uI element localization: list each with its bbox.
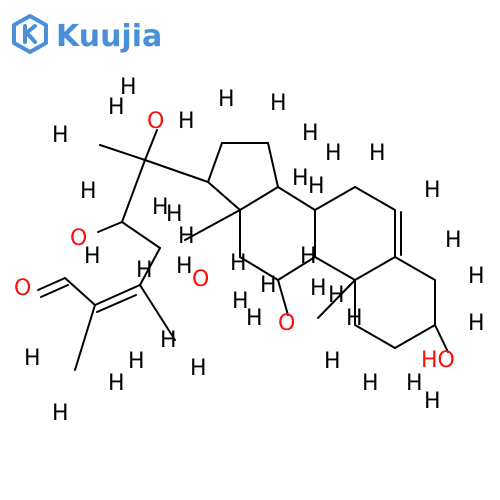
atom-hydrogen: H [424, 389, 441, 414]
atom-oxygen: O [14, 276, 31, 301]
atom-hydrogen: H [176, 254, 193, 279]
kuujia-logo: Kuujia [12, 14, 162, 54]
atom-hydrogen: H [468, 311, 485, 336]
atom-hydrogen: H [406, 371, 423, 396]
atom-hydrogen: H [84, 244, 101, 269]
atom-hydrogen: H [445, 228, 462, 253]
atom-hydrogen: H [328, 283, 345, 308]
atom-hydrogen: H [120, 75, 137, 100]
atom-hydrogen: H [108, 95, 125, 120]
atom-hydrogen: H [369, 141, 386, 166]
atom-hydrogen: H [325, 141, 342, 166]
atom-hydrogen: H [300, 244, 317, 269]
atom-hydrogen: H [108, 371, 125, 396]
brand-text: Kuujia [56, 19, 162, 54]
atom-hydrogen: H [260, 273, 277, 298]
atom-hydrogen: H [308, 174, 325, 199]
atom-hydrogen: H [80, 179, 97, 204]
atom-hydrogen: H [178, 224, 195, 249]
atom-oxygen: O [278, 311, 295, 336]
atom-hydrogen: H [190, 356, 207, 381]
atom-hydrogen: H [166, 202, 183, 227]
atom-hydrogen: H [346, 306, 363, 331]
atom-hydrogen: H [24, 346, 41, 371]
atom-oxygen: O [147, 109, 164, 134]
atom-hydrogen: H [270, 91, 287, 116]
atom-hydrogen: H [292, 166, 309, 191]
atom-hydrogen: H [310, 276, 327, 301]
atom-oxygen: O [192, 267, 209, 292]
atom-hydrogen: H [230, 251, 247, 276]
atom-hydrogen: H [52, 401, 69, 426]
atom-hydrogen: H [468, 264, 485, 289]
atom-hydrogen: H [52, 123, 69, 148]
bond-lines [37, 129, 449, 371]
atom-hydroxyl: HO [421, 348, 455, 373]
atom-hydrogen: H [246, 306, 263, 331]
atom-hydrogen: H [136, 258, 153, 283]
atom-hydrogen: H [324, 349, 341, 374]
atom-hydrogen: H [232, 289, 249, 314]
atom-hydrogen: H [424, 178, 441, 203]
atom-hydrogen: H [160, 328, 177, 353]
atom-hydrogen: H [152, 195, 169, 220]
atom-hydrogen: H [362, 371, 379, 396]
atom-labels: O O O O O HO H H H H H H H H H H H H H H… [14, 75, 485, 426]
kuujia-k-hexagon-icon [12, 14, 48, 54]
atom-hydrogen: H [302, 121, 319, 146]
atom-hydrogen: H [218, 87, 235, 112]
atom-hydrogen: H [128, 349, 145, 374]
atom-hydrogen: H [178, 109, 195, 134]
atom-oxygen: O [70, 226, 87, 251]
